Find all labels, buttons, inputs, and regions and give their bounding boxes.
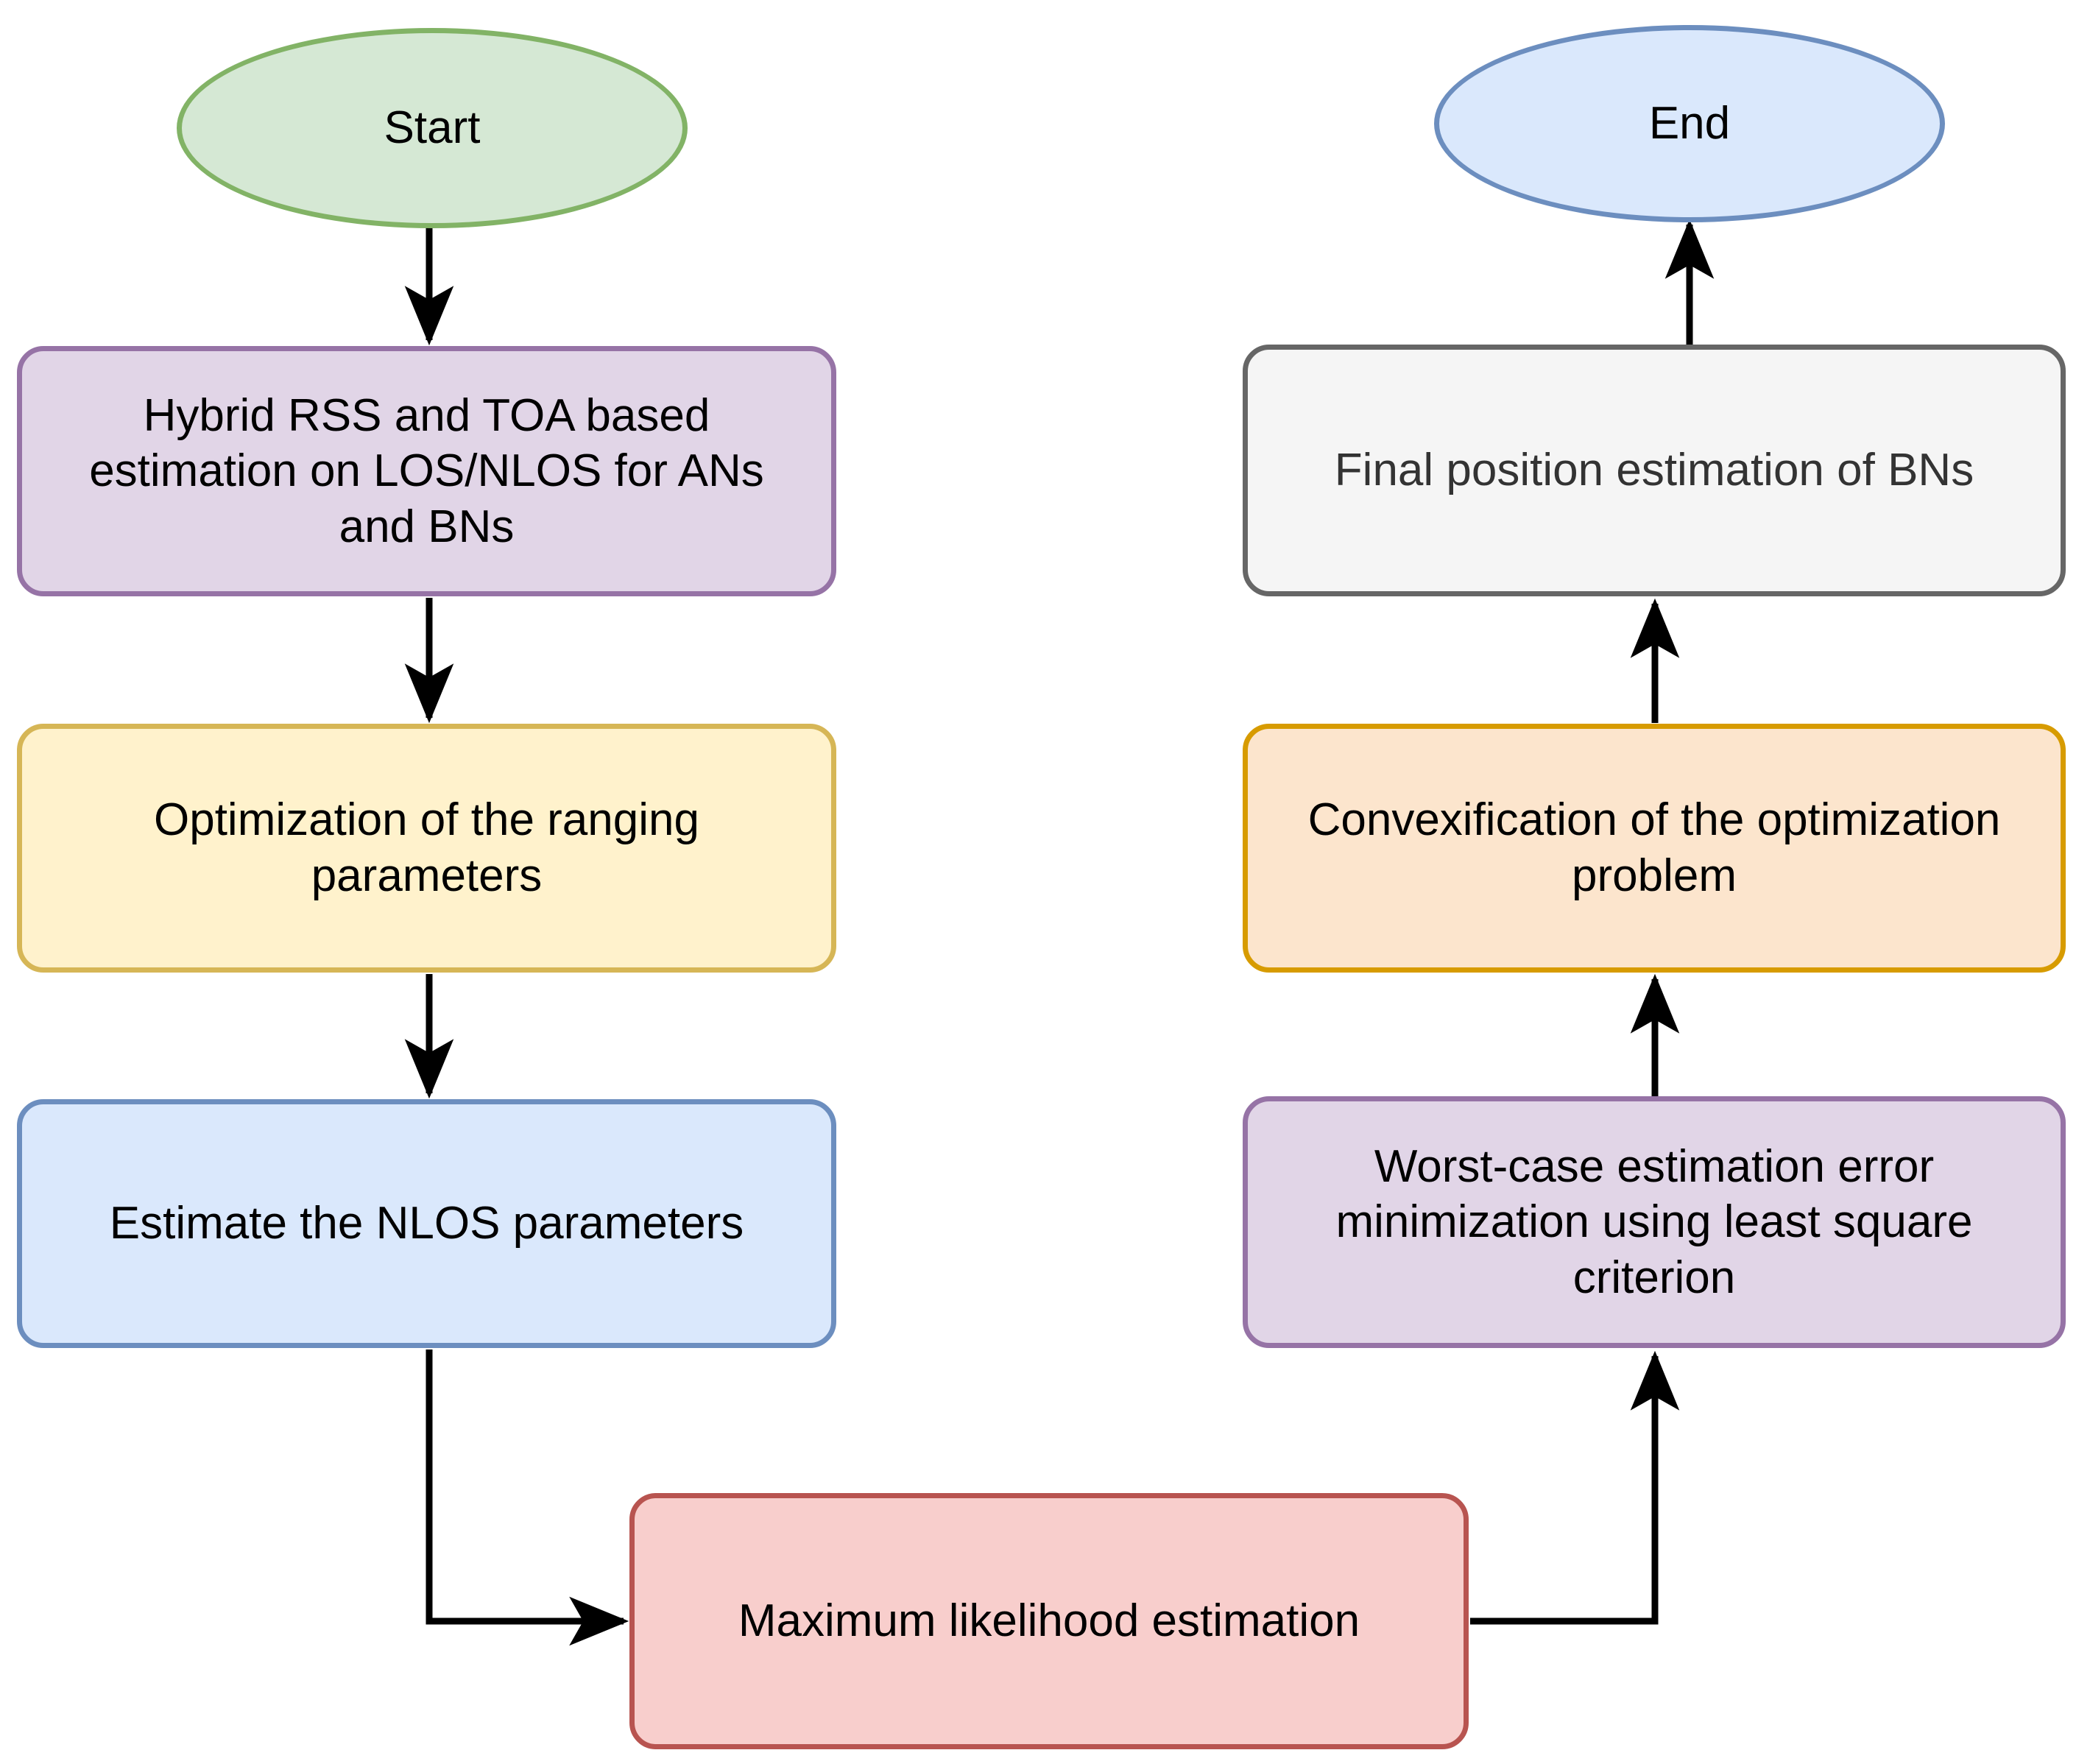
node-end-label: End [1648, 98, 1731, 149]
node-end[interactable]: End [1434, 25, 1945, 222]
node-worst-label: Worst-case estimation error minimization… [1335, 1140, 1973, 1303]
node-nlos-label: Estimate the NLOS parameters [109, 1198, 744, 1249]
node-start[interactable]: Start [177, 28, 688, 228]
node-ranging-parameter-optimization[interactable]: Optimization of the ranging parameters [17, 724, 836, 973]
node-worst-case-error-minimization[interactable]: Worst-case estimation error minimization… [1243, 1096, 2066, 1348]
node-final-label: Final position estimation of BNs [1334, 445, 1974, 496]
node-final-position-estimation[interactable]: Final position estimation of BNs [1243, 345, 2066, 596]
node-maximum-likelihood-estimation[interactable]: Maximum likelihood estimation [629, 1493, 1469, 1749]
node-ranging-label: Optimization of the ranging parameters [154, 794, 699, 901]
node-estimate-nlos-parameters[interactable]: Estimate the NLOS parameters [17, 1099, 836, 1348]
edge-nlos-to-ml [426, 1350, 629, 1646]
node-ml-label: Maximum likelihood estimation [738, 1595, 1360, 1647]
node-start-label: Start [384, 102, 481, 154]
edge-ml-to-worst [1470, 1350, 1680, 1625]
node-convexification[interactable]: Convexification of the optimization prob… [1243, 724, 2066, 973]
node-hybrid-rss-toa-estimation[interactable]: Hybrid RSS and TOA based estimation on L… [17, 346, 836, 596]
node-hybrid-label: Hybrid RSS and TOA based estimation on L… [89, 389, 764, 552]
node-convex-label: Convexification of the optimization prob… [1307, 794, 2001, 901]
